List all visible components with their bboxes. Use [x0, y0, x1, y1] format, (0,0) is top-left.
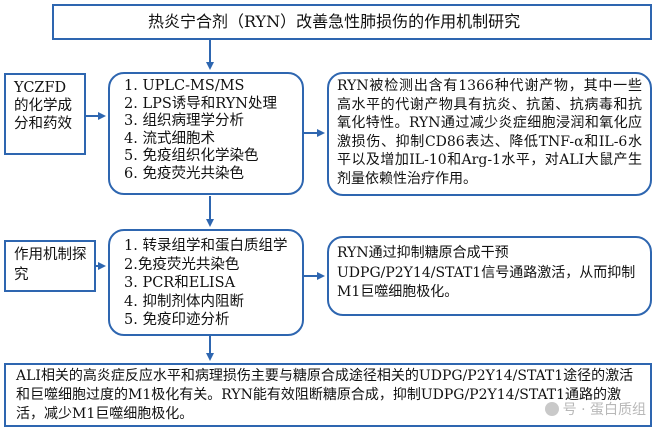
- chemistry-label-box: YCZFD的化学成分和药效: [4, 73, 86, 155]
- watermark-text: 号 · 蛋白质组: [562, 402, 646, 418]
- methods-mid-item: 5. 免疫印迹分析: [124, 312, 230, 328]
- watermark-logo-icon: [544, 402, 559, 416]
- methods-top-box: 1. UPLC-MS/MS 2. LPS诱导和RYN处理 3. 组织病理学分析 …: [108, 72, 304, 195]
- mechanism-label-box: 作用机制探究: [4, 240, 96, 292]
- methods-top-item: 5. 免疫组织化学染色: [124, 148, 259, 164]
- methods-mid-item: 1. 转录组学和蛋白质组学: [124, 238, 288, 254]
- methods-top-item: 2. LPS诱导和RYN处理: [124, 95, 277, 112]
- methods-mid-list: 1. 转录组学和蛋白质组学 2.免疫荧光共染色 3. PCR和ELISA 4. …: [110, 231, 302, 330]
- result-mid-box: RYN通过抑制糖原合成干预UDPG/P2Y14/STAT1信号通路激活，从而抑制…: [327, 236, 652, 316]
- methods-top-item: 1. UPLC-MS/MS: [124, 78, 245, 94]
- methods-mid-item: 3. PCR和ELISA: [124, 275, 236, 291]
- result-top-text: RYN被检测出含有1366种代谢产物，其中一些高水平的代谢产物具有抗炎、抗菌、抗…: [337, 78, 642, 187]
- result-top-box: RYN被检测出含有1366种代谢产物，其中一些高水平的代谢产物具有抗炎、抗菌、抗…: [327, 72, 652, 196]
- methods-mid-item: 4. 抑制剂体内阻断: [124, 293, 244, 310]
- methods-mid-box: 1. 转录组学和蛋白质组学 2.免疫荧光共染色 3. PCR和ELISA 4. …: [108, 229, 304, 336]
- title-box: 热炎宁合剂（RYN）改善急性肺损伤的作用机制研究: [52, 4, 652, 40]
- watermark: 号 · 蛋白质组: [544, 399, 646, 419]
- methods-top-item: 6. 免疫荧光共染色: [124, 165, 244, 182]
- chemistry-label-text: YCZFD的化学成分和药效: [14, 80, 72, 132]
- conclusion-text: ALI相关的高炎症反应水平和病理损伤主要与糖原合成途径相关的UDPG/P2Y14…: [16, 368, 634, 422]
- title-text: 热炎宁合剂（RYN）改善急性肺损伤的作用机制研究: [148, 12, 521, 31]
- result-mid-text: RYN通过抑制糖原合成干预UDPG/P2Y14/STAT1信号通路激活，从而抑制…: [337, 245, 636, 300]
- methods-top-item: 4. 流式细胞术: [124, 130, 215, 147]
- conclusion-box: ALI相关的高炎症反应水平和病理损伤主要与糖原合成途径相关的UDPG/P2Y14…: [4, 363, 652, 427]
- methods-mid-item: 2.免疫荧光共染色: [124, 256, 240, 273]
- methods-top-item: 3. 组织病理学分析: [124, 113, 244, 129]
- methods-top-list: 1. UPLC-MS/MS 2. LPS诱导和RYN处理 3. 组织病理学分析 …: [110, 74, 302, 183]
- mechanism-label-text: 作用机制探究: [14, 247, 87, 283]
